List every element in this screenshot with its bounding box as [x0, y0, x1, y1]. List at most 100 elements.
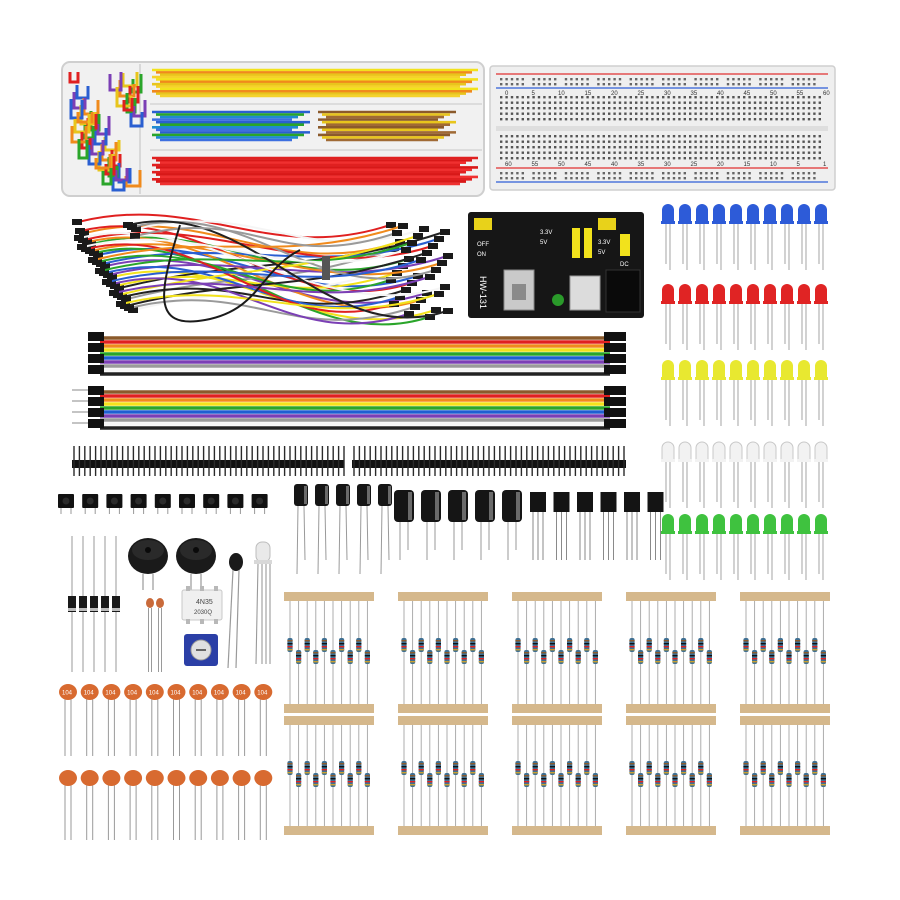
hole — [743, 101, 746, 104]
rail-hole — [791, 78, 794, 81]
led-rim — [729, 301, 743, 304]
hole — [818, 157, 821, 160]
led — [730, 514, 742, 532]
resistor-band — [444, 652, 450, 654]
hole — [516, 96, 519, 99]
hole — [635, 101, 638, 104]
resistor-band — [672, 784, 678, 786]
resistor-band — [681, 763, 687, 765]
resistor-body — [638, 773, 644, 787]
ceramic-capacitor — [124, 684, 143, 700]
cable-tie — [322, 256, 330, 280]
led — [763, 441, 777, 461]
hole — [586, 140, 589, 143]
cable-end — [434, 236, 444, 242]
u-jumper — [94, 154, 112, 170]
hole — [608, 146, 611, 149]
rail-hole — [570, 177, 573, 180]
hole — [586, 118, 589, 121]
rail-hole — [813, 83, 816, 86]
hole — [694, 135, 697, 138]
resistor-body — [592, 650, 598, 664]
resistor-band — [584, 769, 590, 771]
hole — [753, 107, 757, 110]
rail-hole — [802, 78, 805, 81]
resistor-band — [478, 784, 484, 786]
dupont-housing — [604, 332, 626, 341]
resistor-band — [287, 649, 293, 651]
ceramic-capacitor — [210, 684, 229, 700]
rail-hole — [597, 83, 600, 86]
hole — [527, 146, 530, 149]
hole — [764, 118, 767, 121]
hole — [721, 118, 724, 121]
transistors — [530, 492, 664, 560]
resistor-band — [427, 655, 433, 657]
resistor-band — [321, 649, 327, 651]
resistor-body — [541, 773, 547, 787]
resistor-band — [655, 658, 661, 660]
hole — [759, 96, 762, 99]
rail-hole — [602, 78, 605, 81]
led — [662, 514, 674, 532]
resistor-band — [689, 652, 695, 654]
hole — [548, 96, 551, 99]
hole — [510, 96, 514, 99]
cable-end — [401, 247, 411, 253]
led-rim — [712, 531, 726, 534]
rail-hole — [537, 177, 541, 180]
ceramic-code: 104 — [236, 691, 247, 697]
resistor-band — [655, 652, 661, 654]
resistor-band — [356, 649, 362, 651]
resistor-band — [435, 763, 441, 765]
resistor-band — [567, 649, 573, 651]
rail-hole — [759, 83, 762, 86]
rail-hole — [683, 78, 686, 81]
hole — [624, 107, 627, 110]
resistor-band — [356, 640, 362, 642]
led-rim — [797, 531, 811, 534]
hole — [591, 151, 595, 154]
hole — [791, 96, 794, 99]
hole — [694, 140, 697, 143]
cable-end — [130, 233, 140, 239]
hole — [510, 101, 514, 104]
rail-hole — [651, 78, 654, 81]
resistor-band — [820, 781, 826, 783]
rail-hole — [500, 83, 503, 86]
cable-end — [413, 273, 423, 279]
resistor-band — [321, 643, 327, 645]
rail-hole — [737, 172, 740, 175]
dupont-housing — [88, 386, 104, 395]
resistor-band — [575, 658, 581, 660]
led — [747, 514, 759, 532]
hole — [516, 157, 519, 160]
hole — [602, 140, 605, 143]
rail-hole — [764, 177, 767, 180]
resistor-body — [689, 773, 695, 787]
resistor-band — [287, 643, 293, 645]
rail-hole — [510, 177, 514, 180]
hole — [505, 140, 508, 143]
resistor-band — [646, 766, 652, 768]
resistor-band — [453, 766, 459, 768]
jumper-cable — [114, 276, 430, 294]
led-rim — [763, 531, 777, 534]
hole — [732, 118, 735, 121]
resistor-band — [549, 649, 555, 651]
resistor-band — [515, 763, 521, 765]
hole — [575, 157, 578, 160]
hole — [586, 146, 589, 149]
diode-body — [79, 596, 87, 612]
resistor-band — [567, 646, 573, 648]
resistor-band — [304, 649, 310, 651]
hole — [537, 112, 541, 115]
resistor-band — [592, 652, 598, 654]
hole — [764, 157, 767, 160]
resistor-band — [410, 781, 416, 783]
switch-label-off: OFF — [477, 242, 489, 248]
ceramic-capacitor — [210, 770, 229, 786]
resistor-body — [706, 650, 712, 664]
rail-hole — [629, 177, 632, 180]
resistor-band — [470, 643, 476, 645]
